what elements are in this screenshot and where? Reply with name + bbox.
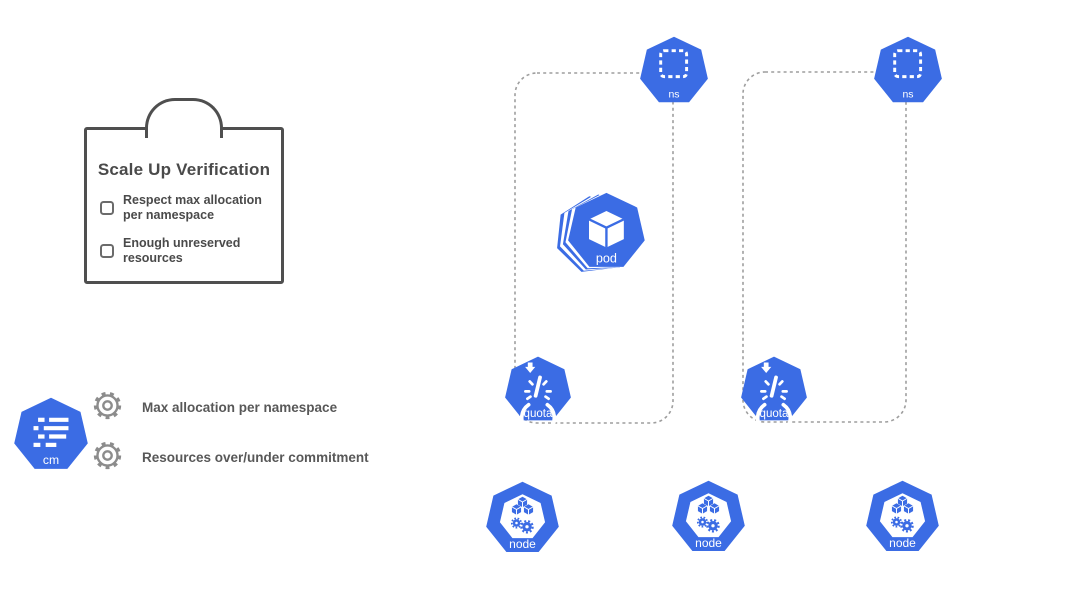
ns-label: ns — [902, 89, 913, 101]
checkbox-respect-max-allocation — [100, 201, 114, 215]
quota-label: quota — [760, 408, 789, 420]
checklist-item-label: Enough unreserved resources — [123, 236, 241, 265]
checkbox-enough-unreserved — [100, 244, 114, 258]
gear-icon — [93, 441, 122, 470]
namespace-icon: ns — [874, 36, 942, 103]
configmap-label: cm — [43, 453, 59, 467]
pod-icon: pod — [557, 192, 645, 272]
quota-icon: quota — [741, 356, 807, 424]
legend-label: Max allocation per namespace — [142, 400, 338, 415]
node-icon: node — [866, 480, 939, 551]
quota-label: quota — [524, 408, 553, 420]
node-icon: node — [672, 480, 745, 551]
node-label: node — [695, 536, 722, 550]
clipboard-clip — [145, 97, 223, 138]
legend-label: Resources over/under commitment — [142, 450, 369, 465]
checklist-item: Enough unreserved resources — [100, 236, 275, 266]
namespace-boundary — [742, 71, 907, 423]
node-label: node — [889, 536, 916, 550]
checklist-item: Respect max allocation per namespace — [100, 193, 275, 223]
pod-label: pod — [596, 251, 617, 265]
configmap-icon: cm — [14, 397, 88, 469]
namespace-icon: ns — [640, 36, 708, 103]
node-icon: node — [486, 481, 559, 552]
clipboard-title: Scale Up Verification — [97, 160, 271, 179]
quota-icon: quota — [505, 356, 571, 424]
namespace-boundary — [514, 72, 674, 424]
ns-label: ns — [668, 89, 679, 101]
clipboard: Scale Up Verification Respect max alloca… — [84, 97, 284, 284]
node-label: node — [509, 537, 536, 551]
gear-icon — [93, 391, 122, 420]
checklist-item-label: Respect max allocation per namespace — [123, 193, 262, 222]
